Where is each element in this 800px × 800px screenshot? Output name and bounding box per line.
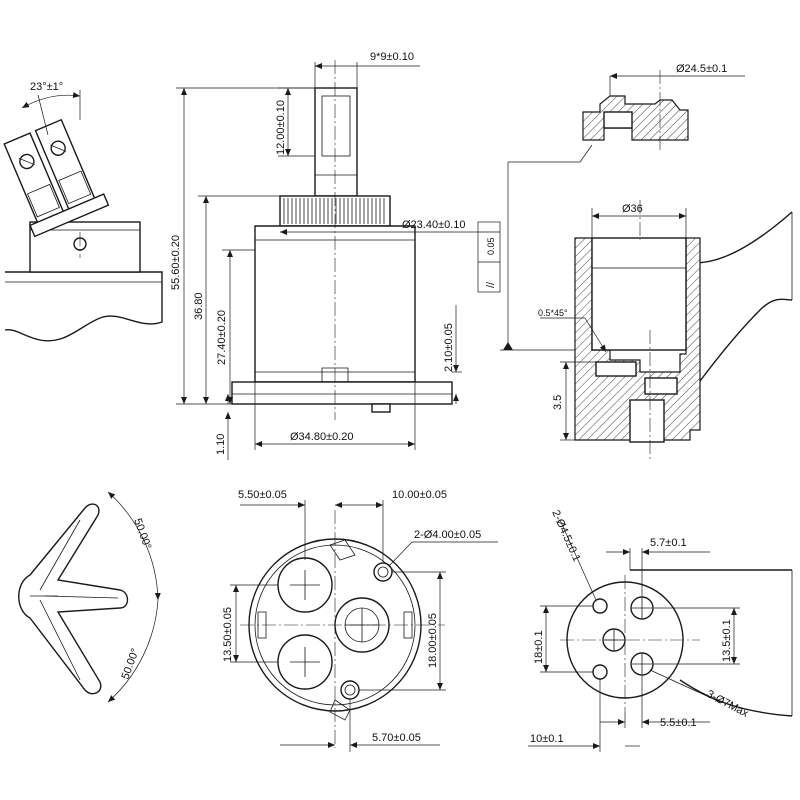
dim-pin-holes: 2-Ø4.00±0.05 — [414, 529, 481, 541]
dim-seat-y2: 13.5±0.1 — [721, 619, 733, 662]
dim-seat-x2: 5.5±0.1 — [660, 717, 697, 729]
dim-bore-dia: Ø36 — [622, 203, 643, 215]
dim-runout-symbol: // — [485, 281, 497, 288]
view-tilted-handle: 23°±1° — [3, 81, 163, 342]
dim-spline-dia: Ø23.40±0.10 — [402, 219, 466, 231]
dim-stem-square: 9*9±0.10 — [370, 51, 414, 63]
dim-seat-x1: 5.7±0.1 — [650, 537, 687, 549]
dim-body-lower-height: 27.40±0.20 — [216, 310, 228, 365]
dim-total-height: 55.60±0.20 — [170, 235, 182, 290]
view-mounting-section: Ø24.5±0.1 Ø36 0.5*45° — [500, 63, 793, 460]
dim-bottom-y2: 18.00±0.05 — [427, 613, 439, 668]
dim-stem-height: 12.00±0.10 — [275, 100, 287, 155]
dim-seat-y1: 18±0.1 — [533, 630, 545, 664]
view-cartridge-bottom: 5.50±0.05 10.00±0.05 2-Ø4.00±0.05 13.50±… — [222, 489, 498, 752]
spline-teeth — [283, 198, 385, 224]
dim-swing-angle-1: 50.00° — [131, 517, 153, 551]
dim-body-height: 36.80 — [193, 292, 205, 320]
dim-base-height: 2.10±0.05 — [443, 323, 455, 372]
dim-bottom-y1: 13.50±0.05 — [222, 607, 234, 662]
dim-seat-ports: 3-Ø7Max — [705, 688, 751, 720]
view-valve-seat: 2-Ø4.5±0.1 5.7±0.1 18±0.1 13.5±0.1 3-Ø7M… — [528, 508, 793, 752]
dim-runout-value: 0.05 — [486, 237, 496, 255]
dim-bottom-x3: 5.70±0.05 — [372, 732, 421, 744]
dim-bottom-x1: 5.50±0.05 — [238, 489, 287, 501]
dim-cap-dia: Ø24.5±0.1 — [676, 63, 727, 75]
dim-seat-depth: 3.5 — [552, 395, 564, 410]
dim-bottom-x2: 10.00±0.05 — [392, 489, 447, 501]
dim-base-thickness: 1.10 — [215, 434, 227, 455]
dim-chamfer: 0.5*45° — [538, 308, 568, 318]
view-handle-swing: 50.00° 50.00° — [18, 491, 161, 703]
dim-body-dia: Ø34.80±0.20 — [290, 431, 354, 443]
dim-seat-pin-holes: 2-Ø4.5±0.1 — [549, 508, 582, 563]
dim-seat-x3: 10±0.1 — [530, 733, 564, 745]
view-front-elevation: 9*9±0.10 12.00±0.10 55.60±0.20 36.80 27.… — [170, 51, 501, 460]
dim-angle-handle: 23°±1° — [30, 81, 63, 93]
